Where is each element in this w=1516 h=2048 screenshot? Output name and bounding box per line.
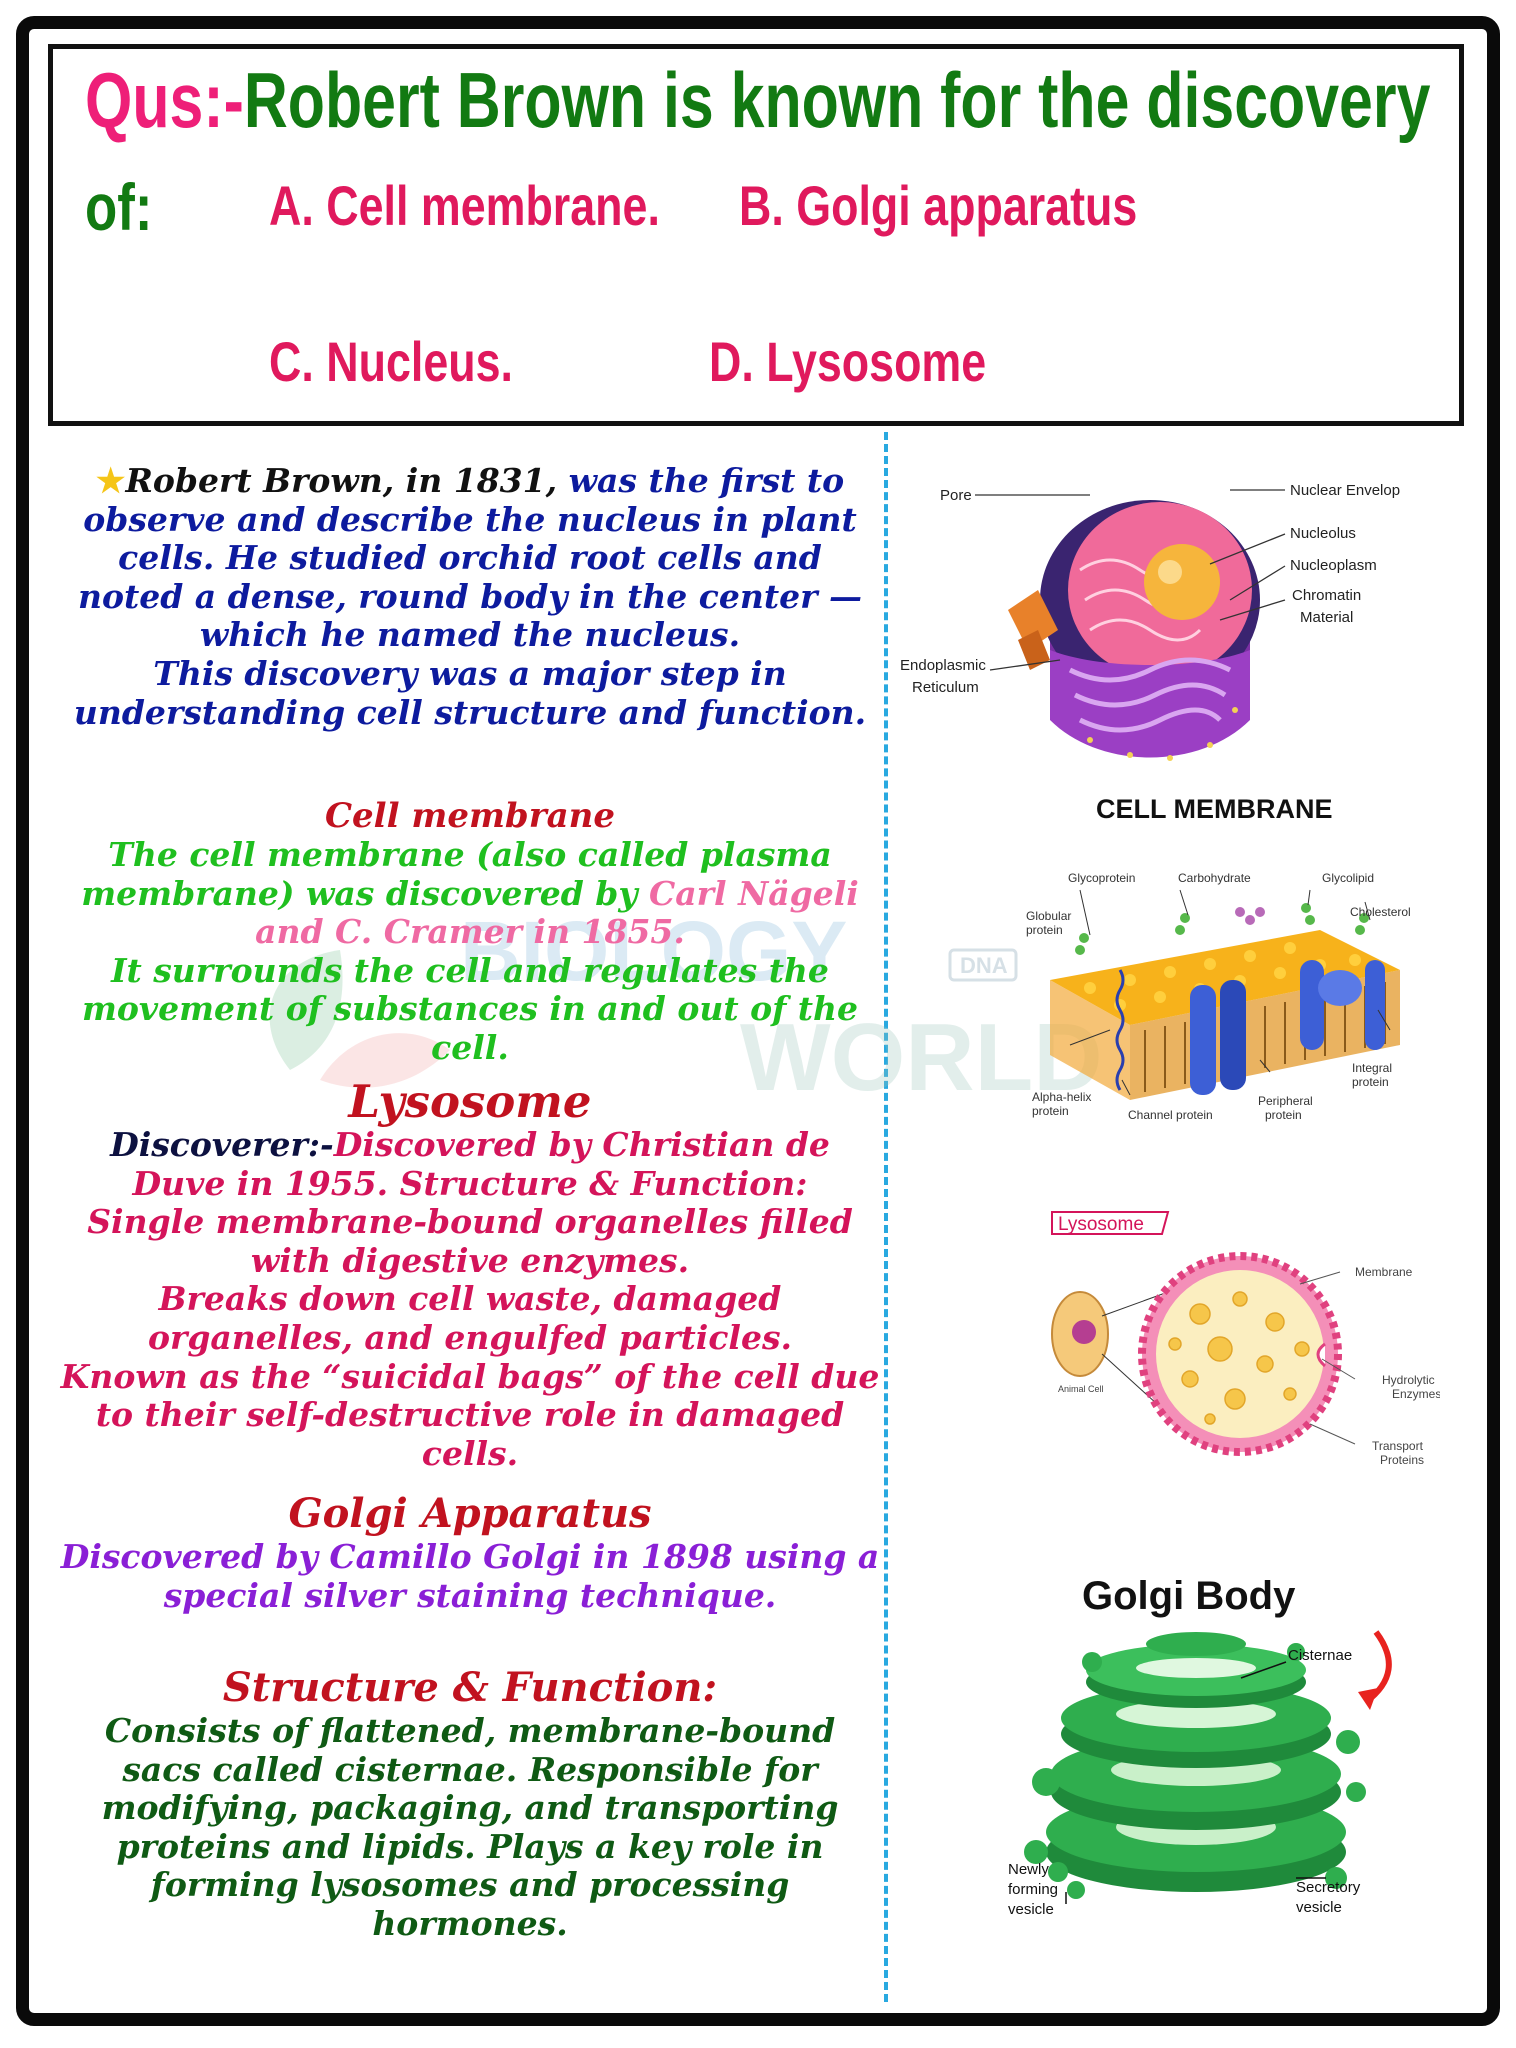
- label-hydrolytic-2: Enzymes: [1392, 1387, 1440, 1401]
- label-nucleolus: Nucleolus: [1290, 525, 1356, 542]
- question-line-1: Qus:-Robert Brown is known for the disco…: [85, 55, 1430, 146]
- robert-brown-section: ★Robert Brown, in 1831, was the first to…: [60, 461, 880, 732]
- star-icon: ★: [95, 461, 126, 500]
- structure-function-heading: Structure & Function:: [222, 1664, 718, 1711]
- label-newly-1: Newly: [1008, 1861, 1049, 1878]
- structure-function-body: Consists of flattened, membrane-bound sa…: [101, 1711, 839, 1943]
- label-cisternae: Cisternae: [1288, 1647, 1352, 1664]
- robert-brown-lead: Robert Brown, in 1831,: [125, 461, 558, 500]
- question-prefix: Qus:-: [85, 56, 244, 144]
- robert-brown-body-2: This discovery was a major step in under…: [73, 653, 867, 732]
- label-alpha-1: Alpha-helix: [1032, 1090, 1091, 1104]
- label-chromatin-1: Chromatin: [1292, 587, 1361, 604]
- nucleus-diagram: Pore Nuclear Envelop Nucleolus Nucleopla…: [900, 482, 1400, 761]
- option-c[interactable]: C. Nucleus.: [269, 330, 513, 393]
- golgi-heading: Golgi Apparatus: [288, 1490, 652, 1537]
- label-integral-2: protein: [1352, 1075, 1389, 1089]
- lysosome-body-3: Known as the “suicidal bags” of the cell…: [60, 1356, 880, 1473]
- label-transport-1: Transport: [1372, 1439, 1424, 1453]
- question-box: Qus:-Robert Brown is known for the disco…: [48, 44, 1464, 426]
- label-glycoprotein: Glycoprotein: [1068, 871, 1135, 885]
- discoverer-text: Discovered by Christian de Duve in 1955.…: [132, 1125, 830, 1203]
- cell-membrane-names: Carl Nägeli and C. Cramer in 1855.: [255, 873, 859, 952]
- lysosome-diagram: Lysosome Animal Cell Membrane Hydrolytic…: [1051, 1211, 1440, 1467]
- lysosome-section: Lysosome Discoverer:-Discovered by Chris…: [60, 1078, 880, 1473]
- label-pore: Pore: [940, 487, 972, 504]
- cell-membrane-body-b: It surrounds the cell and regulates the …: [81, 950, 859, 1067]
- label-nucleoplasm: Nucleoplasm: [1290, 557, 1377, 574]
- question-text-2: of:: [85, 170, 153, 244]
- golgi-section: Golgi Apparatus Discovered by Camillo Go…: [60, 1490, 880, 1615]
- option-d[interactable]: D. Lysosome: [709, 330, 987, 393]
- label-carbohydrate: Carbohydrate: [1178, 871, 1251, 885]
- golgi-body-title: Golgi Body: [1082, 1574, 1296, 1618]
- label-nuclear-envelop: Nuclear Envelop: [1290, 482, 1400, 499]
- cell-membrane-heading: Cell membrane: [324, 796, 615, 836]
- lysosome-title: Lysosome: [1058, 1214, 1144, 1235]
- label-newly-2: forming: [1008, 1881, 1058, 1898]
- label-hydrolytic-1: Hydrolytic: [1382, 1373, 1435, 1387]
- lysosome-body: Single membrane-bound organelles filled …: [87, 1202, 853, 1280]
- label-peripheral-2: protein: [1265, 1108, 1302, 1122]
- option-a[interactable]: A. Cell membrane.: [269, 174, 660, 237]
- lysosome-heading: Lysosome: [348, 1075, 592, 1128]
- label-secretory-1: Secretory: [1296, 1879, 1361, 1896]
- label-cholesterol: Cholesterol: [1350, 905, 1411, 919]
- label-newly-3: vesicle: [1008, 1901, 1054, 1918]
- label-transport-2: Proteins: [1380, 1453, 1424, 1467]
- question-text-1: Robert Brown is known for the discovery: [243, 56, 1431, 144]
- discoverer-label: Discoverer:-: [110, 1125, 334, 1164]
- label-alpha-2: protein: [1032, 1104, 1069, 1118]
- golgi-body-diagram: Cisternae Newly forming vesicle Secretor…: [1008, 1630, 1392, 1918]
- label-animal-cell: Animal Cell: [1058, 1384, 1104, 1394]
- robert-brown-body: was the first to observe and describe th…: [78, 461, 862, 655]
- option-b[interactable]: B. Golgi apparatus: [739, 174, 1138, 237]
- cell-membrane-title: CELL MEMBRANE: [1096, 794, 1333, 824]
- cell-membrane-section: Cell membrane The cell membrane (also ca…: [60, 796, 880, 1068]
- label-er-1: Endoplasmic: [900, 657, 986, 674]
- column-divider: [884, 432, 888, 2002]
- label-peripheral-1: Peripheral: [1258, 1094, 1313, 1108]
- label-er-2: Reticulum: [912, 679, 979, 696]
- label-membrane: Membrane: [1355, 1265, 1413, 1279]
- label-integral-1: Integral: [1352, 1061, 1392, 1075]
- label-chromatin-2: Material: [1300, 609, 1353, 626]
- label-glycolipid: Glycolipid: [1322, 871, 1374, 885]
- label-secretory-2: vesicle: [1296, 1899, 1342, 1916]
- cell-membrane-diagram: Glycoprotein Carbohydrate Glycolipid Cho…: [1026, 871, 1411, 1122]
- golgi-body: Discovered by Camillo Golgi in 1898 usin…: [60, 1537, 880, 1615]
- cell-membrane-body-a: The cell membrane (also called plasma me…: [81, 835, 832, 913]
- golgi-structure-section: Structure & Function: Consists of flatte…: [60, 1664, 880, 1944]
- label-globular-2: protein: [1026, 923, 1063, 937]
- lysosome-body-2: Breaks down cell waste, damaged organell…: [147, 1279, 793, 1357]
- label-globular-1: Globular: [1026, 909, 1071, 923]
- golgi-stack: [1046, 1632, 1346, 1892]
- label-channel: Channel protein: [1128, 1108, 1213, 1122]
